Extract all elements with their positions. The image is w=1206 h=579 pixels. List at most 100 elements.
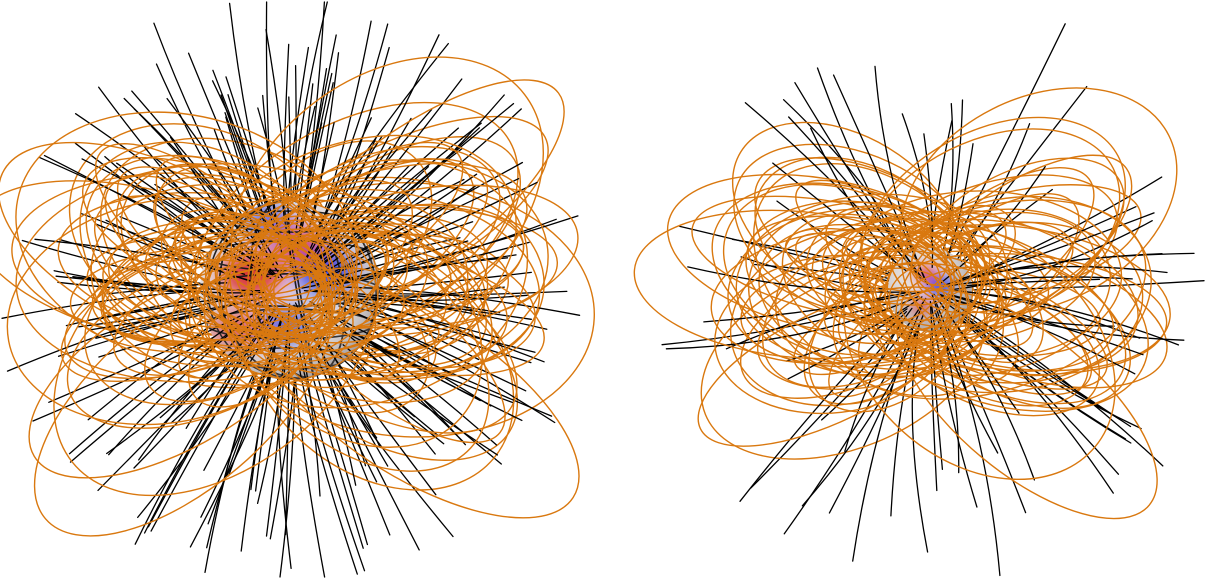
- open-field-line: [131, 90, 270, 261]
- open-field-line: [661, 295, 913, 346]
- closed-field-loop: [754, 157, 987, 310]
- closed-field-loop: [202, 162, 528, 337]
- closed-field-loop: [909, 157, 1125, 314]
- open-field-line: [936, 23, 1066, 278]
- closed-field-loop: [247, 160, 549, 379]
- closed-field-loop: [214, 234, 545, 377]
- closed-field-loop: [840, 246, 949, 347]
- closed-field-loop: [879, 184, 1142, 306]
- closed-field-loop: [256, 141, 464, 301]
- open-field-line: [351, 178, 520, 259]
- open-field-line: [832, 74, 929, 285]
- open-field-line: [934, 300, 1001, 577]
- closed-field-loop: [714, 254, 951, 415]
- closed-field-loop: [825, 205, 973, 300]
- open-field-line: [319, 173, 478, 276]
- open-field-line: [950, 252, 1163, 284]
- open-field-line: [328, 344, 445, 445]
- open-field-line: [305, 135, 383, 261]
- open-field-line: [295, 83, 314, 229]
- closed-field-loop: [874, 262, 1093, 396]
- closed-field-loop: [220, 196, 469, 389]
- open-field-line: [739, 311, 908, 502]
- closed-field-loop: [168, 233, 343, 300]
- open-field-line: [954, 280, 1205, 291]
- closed-field-loop: [79, 141, 333, 368]
- closed-field-loop: [900, 266, 1032, 336]
- open-field-line: [254, 364, 273, 492]
- closed-field-loop: [207, 199, 493, 404]
- closed-field-loop: [871, 195, 1152, 394]
- open-field-line: [794, 82, 915, 269]
- closed-field-loop: [252, 274, 580, 519]
- closed-field-loop: [781, 213, 971, 363]
- open-field-line: [68, 318, 241, 455]
- closed-field-loop: [187, 134, 517, 382]
- closed-field-loop: [863, 218, 1139, 377]
- closed-field-loop: [154, 165, 326, 315]
- left-front-field-lines: [6, 1, 581, 575]
- open-field-line: [342, 344, 499, 456]
- open-field-line: [34, 238, 246, 275]
- closed-field-loop: [224, 215, 490, 472]
- open-field-line: [166, 97, 279, 266]
- closed-field-loop: [15, 163, 395, 383]
- closed-field-loop: [896, 289, 1158, 520]
- open-field-line: [38, 156, 264, 272]
- open-field-line: [48, 315, 241, 403]
- closed-field-loop: [155, 231, 327, 332]
- open-field-line: [956, 309, 1114, 494]
- open-field-line: [890, 314, 922, 517]
- closed-field-loop: [262, 203, 525, 329]
- open-field-line: [923, 133, 934, 268]
- closed-field-loop: [762, 210, 991, 389]
- open-field-line: [296, 356, 358, 575]
- closed-field-loop: [824, 242, 952, 335]
- closed-field-loop: [808, 261, 969, 413]
- open-field-line: [852, 305, 923, 562]
- open-field-line: [296, 82, 334, 251]
- open-field-line: [309, 181, 538, 284]
- closed-field-loop: [848, 248, 1108, 390]
- closed-field-loop: [888, 254, 1115, 372]
- closed-field-loop: [155, 155, 354, 314]
- left-panel-star-magnetic-field: [0, 1, 595, 578]
- open-field-line: [911, 323, 929, 553]
- open-field-line: [353, 298, 545, 363]
- open-field-line: [330, 46, 390, 224]
- open-field-line: [309, 178, 465, 274]
- closed-field-loop: [15, 111, 358, 367]
- closed-field-loop: [245, 216, 429, 354]
- closed-field-loop: [811, 226, 948, 304]
- closed-field-loop: [85, 154, 359, 355]
- closed-field-loop: [722, 183, 953, 356]
- closed-field-loop: [102, 227, 347, 348]
- closed-field-loop: [858, 128, 1121, 333]
- closed-field-loop: [864, 224, 1171, 372]
- closed-field-loop: [865, 174, 1119, 328]
- open-field-line: [665, 296, 919, 350]
- right-front-field-lines: [633, 65, 1185, 577]
- open-field-line: [725, 290, 915, 350]
- open-field-line: [931, 294, 960, 474]
- closed-field-loop: [113, 253, 311, 377]
- open-field-line: [308, 108, 433, 263]
- closed-field-loop: [90, 183, 379, 387]
- open-field-line: [98, 86, 244, 256]
- open-field-line: [785, 296, 923, 362]
- closed-field-loop: [666, 173, 983, 336]
- open-field-line: [284, 329, 291, 536]
- closed-field-loop: [53, 198, 379, 497]
- closed-field-loop: [230, 56, 545, 344]
- open-field-line: [942, 289, 1180, 346]
- open-field-line: [349, 310, 527, 392]
- open-field-line: [169, 136, 237, 237]
- closed-field-loop: [177, 263, 344, 341]
- closed-field-loop: [735, 193, 1008, 365]
- closed-field-loop: [753, 162, 1005, 397]
- right-panel-star-magnetic-field: [633, 23, 1205, 577]
- closed-field-loop: [899, 87, 1178, 315]
- closed-field-loop: [860, 116, 1126, 328]
- closed-field-loop: [867, 223, 1127, 405]
